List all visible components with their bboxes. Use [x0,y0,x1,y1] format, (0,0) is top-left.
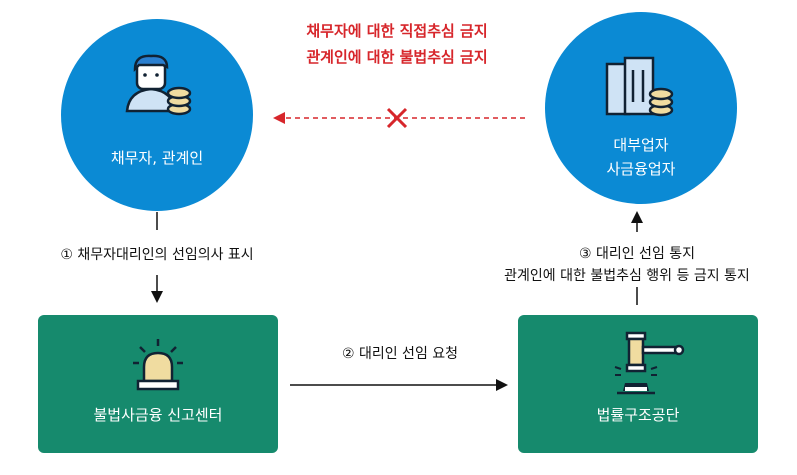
debtor-node: 채무자, 관계인 [61,19,253,211]
debtor-label: 채무자, 관계인 [110,149,204,167]
lender-label-line2: 사금융업자 [606,160,676,178]
legal-aid-label: 법률구조공단 [596,406,680,424]
lender-node: 대부업자 사금융업자 [545,12,737,204]
step1-label: ① 채무자대리인의 선임의사 표시 [60,247,254,263]
prohibited-text-line1: 채무자에 대한 직접추심 금지 [306,22,488,40]
gavel-icon [614,331,685,395]
person-with-coins-icon [125,54,192,116]
report-center-node: 불법사금융 신고센터 [38,315,278,453]
siren-icon [133,339,183,391]
lender-label-line1: 대부업자 [613,136,669,154]
step3-label-line1: ③ 대리인 선임 통지 [578,246,696,262]
buildings-with-coins-icon [605,56,674,117]
step2-label: ② 대리인 선임 요청 [341,346,459,362]
prohibited-x-icon [386,107,408,129]
report-center-label: 불법사금융 신고센터 [93,406,223,424]
step3-label-line2: 관계인에 대한 불법추심 행위 등 금지 통지 [504,268,750,284]
legal-aid-node: 법률구조공단 [518,315,758,453]
prohibited-text-line2: 관계인에 대한 불법추심 금지 [306,48,488,66]
